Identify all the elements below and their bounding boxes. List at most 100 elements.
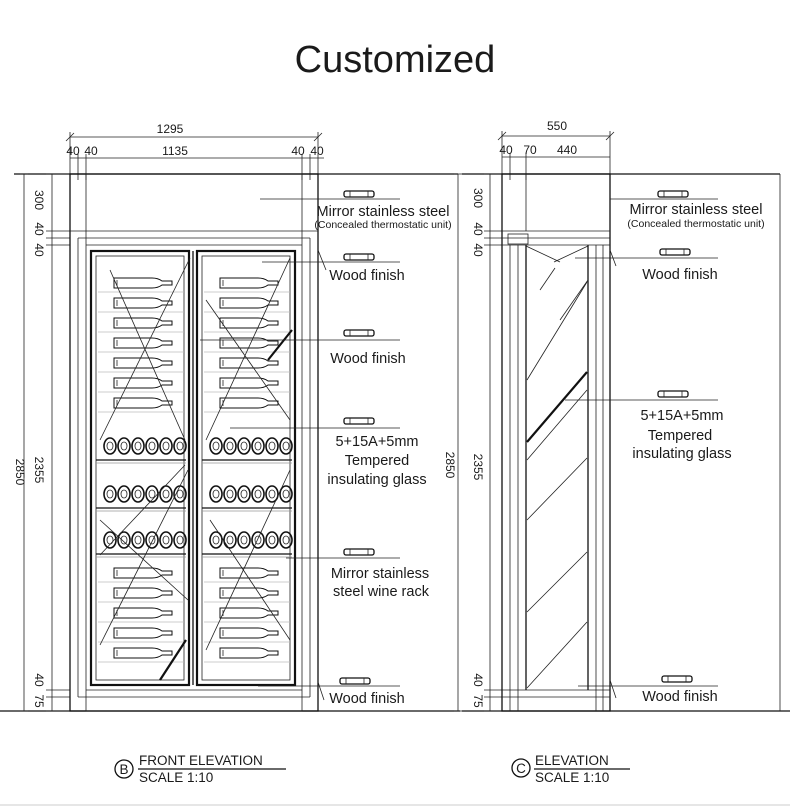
- front-caption-title: FRONT ELEVATION: [139, 753, 263, 768]
- front-elevation: 1295 40 40 1135 40 40 2850 3: [0, 122, 462, 785]
- side-callouts: Mirror stainless steel (Concealed thermo…: [565, 190, 765, 705]
- svg-text:(Concealed thermostatic unit): (Concealed thermostatic unit): [627, 218, 764, 230]
- bottle: [219, 397, 279, 409]
- svg-text:insulating glass: insulating glass: [632, 446, 731, 462]
- bottle: [113, 357, 173, 369]
- front-wine-bottles: [96, 277, 293, 663]
- bottle: [113, 647, 173, 659]
- bottle-end: [117, 531, 131, 549]
- bottle-end: [251, 437, 265, 455]
- bottle: [113, 297, 173, 309]
- bottle: [219, 357, 279, 369]
- front-glass-reflections: [99, 257, 293, 681]
- front-caption-scale: SCALE 1:10: [139, 770, 213, 785]
- bottle-end: [173, 437, 187, 455]
- front-callout-4: 5+15A+5mm Tempered insulating glass: [230, 417, 427, 488]
- bottle: [113, 567, 173, 579]
- bottle: [219, 377, 279, 389]
- front-caption-marker: B: [119, 762, 128, 777]
- page-title: Customized: [295, 39, 496, 81]
- front-right-dimension: 2850: [443, 173, 462, 712]
- bottle-end: [237, 485, 251, 503]
- bottle-end: [209, 437, 223, 455]
- bottle-end: [265, 437, 279, 455]
- bottle-end: [223, 485, 237, 503]
- bottle: [219, 297, 279, 309]
- side-width-overall: 550: [547, 119, 567, 133]
- bottle: [219, 277, 279, 289]
- svg-text:Wood finish: Wood finish: [329, 268, 405, 284]
- bottle-end: [103, 437, 117, 455]
- bottle: [219, 607, 279, 619]
- bottle: [113, 377, 173, 389]
- front-right-door: [195, 249, 297, 687]
- side-height-seg-4: 2355: [471, 454, 485, 481]
- side-caption-title: ELEVATION: [535, 753, 609, 768]
- front-height-seg-4: 2355: [32, 457, 46, 484]
- bottle: [113, 337, 173, 349]
- bottle-end: [237, 437, 251, 455]
- svg-text:Tempered: Tempered: [648, 428, 712, 444]
- side-height-seg-3: 40: [471, 243, 485, 257]
- bottle: [113, 607, 173, 619]
- bottle-end: [131, 485, 145, 503]
- bottle-end: [223, 437, 237, 455]
- bottle: [113, 277, 173, 289]
- bottle-end: [265, 531, 279, 549]
- front-caption: B FRONT ELEVATION SCALE 1:10: [114, 753, 286, 785]
- svg-text:5+15A+5mm: 5+15A+5mm: [640, 408, 723, 424]
- side-left-dimension: 300 40 40 2355 40 75: [471, 173, 502, 712]
- front-width-overall: 1295: [157, 122, 184, 136]
- svg-text:insulating glass: insulating glass: [327, 472, 426, 488]
- bottle: [219, 627, 279, 639]
- side-height-seg-1: 300: [471, 188, 485, 208]
- side-callout-3: 5+15A+5mm Tempered insulating glass: [565, 390, 732, 462]
- front-callout-2: Wood finish: [262, 249, 405, 284]
- svg-text:(Concealed thermostatic unit): (Concealed thermostatic unit): [314, 219, 451, 231]
- side-caption: C ELEVATION SCALE 1:10: [511, 753, 630, 785]
- bottle-end: [251, 485, 265, 503]
- front-height-seg-5: 40: [32, 673, 46, 687]
- side-height-seg-2: 40: [471, 222, 485, 236]
- front-width-seg-5: 40: [310, 144, 324, 158]
- svg-text:steel wine rack: steel wine rack: [333, 584, 430, 600]
- front-width-seg-3: 1135: [162, 144, 188, 158]
- bottle-end: [223, 531, 237, 549]
- side-width-seg-1: 40: [499, 143, 513, 157]
- bottle-end: [251, 531, 265, 549]
- side-width-seg-2: 70: [523, 143, 537, 157]
- front-width-seg-1: 40: [66, 144, 80, 158]
- front-height-overall-right: 2850: [443, 452, 457, 479]
- side-elevation: 550 40 70 440 300 40 40 2355 40 75: [462, 119, 790, 785]
- front-callout-1: Mirror stainless steel (Concealed thermo…: [260, 190, 452, 231]
- bottle-end: [145, 531, 159, 549]
- bottle: [219, 567, 279, 579]
- bottle-end: [265, 485, 279, 503]
- svg-text:Tempered: Tempered: [345, 453, 409, 469]
- side-height-seg-5: 40: [471, 673, 485, 687]
- svg-text:Mirror stainless: Mirror stainless: [331, 566, 429, 582]
- bottle-end: [209, 531, 223, 549]
- bottle: [219, 337, 279, 349]
- front-callouts: Mirror stainless steel (Concealed thermo…: [200, 190, 452, 707]
- front-height-seg-6: 75: [32, 694, 46, 708]
- front-cabinet-inner: [85, 173, 303, 712]
- bottle: [113, 397, 173, 409]
- bottle: [219, 587, 279, 599]
- front-left-door: [89, 249, 191, 687]
- svg-text:Wood finish: Wood finish: [329, 691, 405, 707]
- bottle: [113, 587, 173, 599]
- bottle-end: [131, 531, 145, 549]
- bottle: [219, 317, 279, 329]
- front-width-seg-4: 40: [291, 144, 305, 158]
- svg-text:Wood finish: Wood finish: [330, 351, 406, 367]
- side-top-dimension: 550 40 70 440: [497, 119, 615, 180]
- front-callout-6: Wood finish: [258, 677, 405, 707]
- bottle-end: [159, 531, 173, 549]
- side-callout-1: Mirror stainless steel (Concealed thermo…: [610, 190, 765, 230]
- bottle-end: [173, 531, 187, 549]
- bottle-end: [279, 485, 293, 503]
- bottle-end: [117, 437, 131, 455]
- svg-text:Mirror stainless steel: Mirror stainless steel: [317, 204, 450, 220]
